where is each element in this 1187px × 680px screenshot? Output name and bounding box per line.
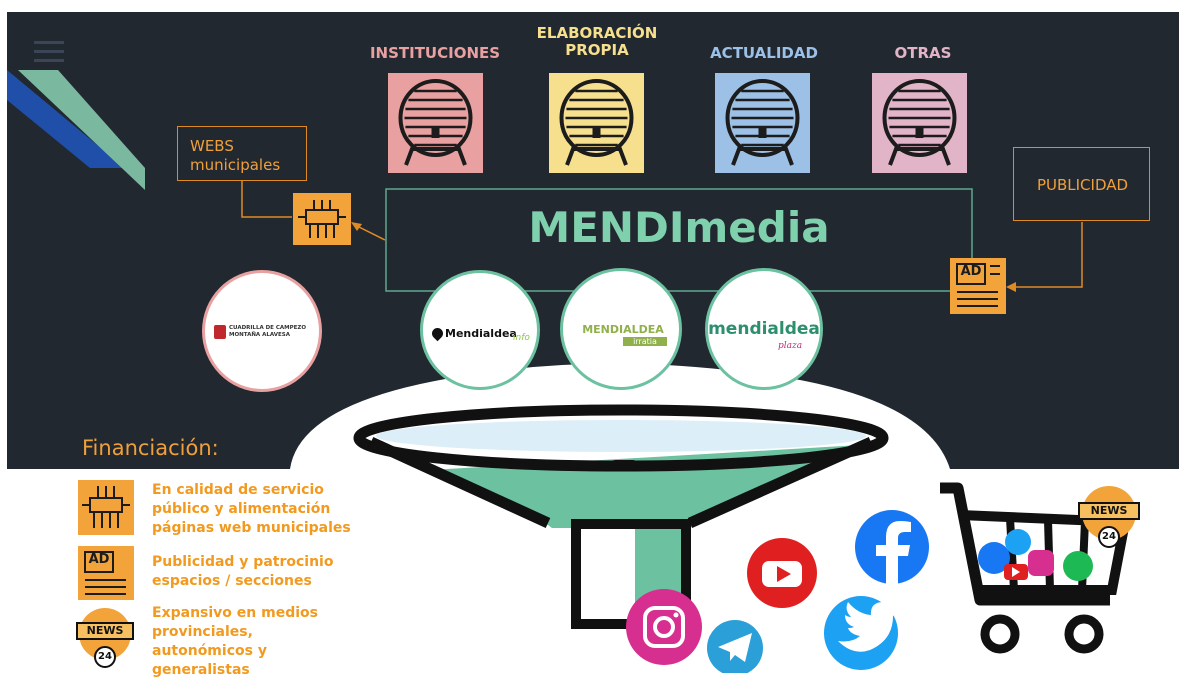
news-number-text: 24	[94, 646, 116, 668]
instagram-icon	[626, 589, 702, 665]
arrow-head	[351, 222, 362, 231]
mendimedia-title: MENDImedia	[528, 203, 830, 252]
barrel-icon	[388, 73, 483, 173]
ad-badge-text: AD	[88, 552, 110, 567]
facebook-icon	[855, 510, 929, 584]
brand-sub: info	[513, 333, 530, 343]
barrel-icon	[549, 73, 644, 173]
webs-label: WEBS municipales	[190, 137, 281, 174]
category-label: OTRAS	[894, 44, 952, 62]
mendialdea-plaza-circle: mendialdea plaza	[705, 268, 823, 390]
publicidad-connector	[1008, 222, 1083, 288]
youtube-icon	[747, 538, 817, 608]
category-label: ELABORACIÓN PROPIA	[536, 24, 658, 59]
news-badge-text: NEWS	[1078, 502, 1140, 520]
publicidad-box: PUBLICIDAD	[1013, 147, 1150, 221]
brand-label: MENDIALDEA	[582, 323, 664, 336]
location-pin-icon	[429, 325, 446, 342]
ad-icon	[950, 258, 1006, 314]
publicidad-label: PUBLICIDAD	[1036, 176, 1129, 194]
funnel-icon	[353, 404, 889, 629]
twitter-icon	[824, 596, 900, 670]
brand-label: Mendialdea	[445, 327, 517, 340]
webs-connector	[241, 180, 292, 218]
mendialdea-irratia-circle: MENDIALDEA irratia	[560, 268, 682, 390]
cuadrilla-logo-circle: CUADRILLA DE CAMPEZO MONTAÑA ALAVESA	[202, 270, 322, 392]
financiacion-item: Expansivo en medios provinciales, autonó…	[152, 605, 318, 678]
brand-label: mendialdea	[708, 319, 820, 339]
arrow-head	[1006, 282, 1016, 292]
category-label: INSTITUCIONES	[369, 44, 501, 62]
webs-municipales-box: WEBS municipales	[177, 126, 307, 181]
hamburger-menu-icon[interactable]	[34, 41, 64, 62]
financiacion-title: Financiación:	[82, 436, 219, 460]
news-24-badge: NEWS 24	[76, 608, 134, 668]
financiacion-item: Publicidad y patrocinio espacios / secci…	[152, 554, 334, 589]
cuadrilla-text: CUADRILLA DE CAMPEZO MONTAÑA ALAVESA	[229, 325, 307, 338]
telegram-icon	[707, 620, 763, 673]
shopping-cart-icon	[940, 482, 1131, 654]
news-number-text: 24	[1098, 526, 1120, 548]
financiacion-item: En calidad de servicio público y aliment…	[152, 482, 351, 536]
brand-sub: plaza	[778, 341, 803, 351]
barrel-group	[388, 73, 967, 173]
circuit-icon	[78, 480, 134, 535]
news-24-badge: NEWS 24	[1078, 486, 1140, 548]
shield-icon	[214, 325, 226, 339]
corner-decoration-blue	[7, 70, 125, 168]
brand-sub: irratia	[623, 337, 667, 346]
category-label: ACTUALIDAD	[710, 44, 818, 62]
news-badge-text: NEWS	[76, 622, 134, 640]
corner-decoration-green	[18, 70, 145, 190]
ad-badge-text: AD	[960, 264, 982, 279]
barrel-icon	[715, 73, 810, 173]
mendimedia-box	[385, 188, 973, 292]
ad-icon	[78, 546, 134, 600]
circuit-icon	[293, 193, 351, 245]
mendialdea-info-circle: Mendialdea info	[420, 270, 540, 390]
barrel-icon	[872, 73, 967, 173]
